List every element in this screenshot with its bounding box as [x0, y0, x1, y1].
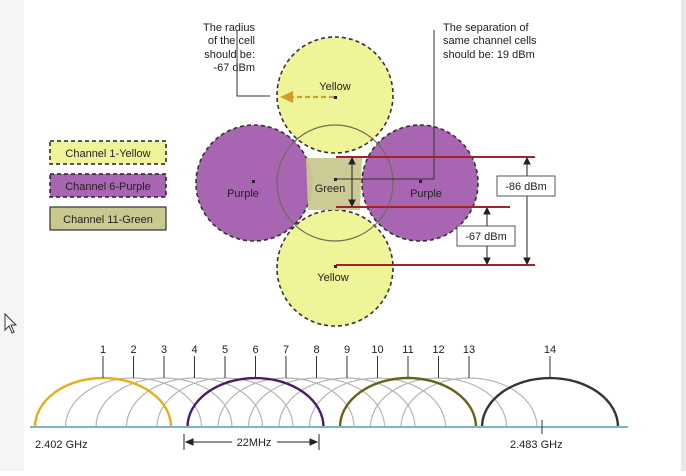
legend-label-green: Channel 11-Green	[63, 214, 153, 226]
radius-arrow-head-icon	[280, 91, 293, 103]
inner-measure-box	[456, 225, 516, 247]
cell-center-green-fill	[306, 158, 362, 210]
outer-measure-label: -86 dBm	[505, 181, 547, 193]
legend-label-yellow: Channel 1-Yellow	[65, 148, 150, 160]
legend-swatch-green	[49, 206, 167, 231]
arrowhead-icon	[483, 257, 491, 266]
cell-label-center: Green	[315, 183, 346, 195]
channel-arc-8	[247, 377, 386, 428]
end-frequency-label: 2.483 GHz	[510, 439, 563, 451]
spectrum-channel-arcs	[33, 376, 620, 428]
channel-arc-4	[125, 377, 264, 428]
cell-dot	[334, 178, 337, 181]
channel-label-2: 2	[130, 344, 136, 356]
legend: Channel 1-Yellow Channel 6-Purple Channe…	[49, 140, 167, 231]
cell-dot	[334, 96, 337, 99]
cell-top-yellow	[276, 36, 394, 154]
channel-arc-1	[33, 376, 173, 428]
spectrum-channel-ticks	[102, 356, 551, 378]
channel-label-9: 9	[344, 344, 350, 356]
channel-label-8: 8	[313, 344, 319, 356]
cell-dot	[334, 265, 337, 268]
arrowhead-icon	[309, 438, 319, 446]
channel-label-4: 4	[191, 344, 197, 356]
inner-measure-label: -67 dBm	[465, 231, 507, 243]
channel-label-6: 6	[252, 344, 258, 356]
channel-label-10: 10	[371, 344, 383, 356]
channel-label-7: 7	[283, 344, 289, 356]
outer-measure-box	[496, 175, 556, 197]
arrowhead-icon	[348, 156, 356, 165]
cell-dot	[419, 180, 422, 183]
channel-arc-3	[95, 377, 233, 428]
cell-label-right: Purple	[410, 188, 442, 200]
cell-circles	[195, 36, 479, 327]
left-edge-strip	[0, 0, 24, 471]
cell-label-left: Purple	[227, 188, 259, 200]
radius-leader-line	[236, 30, 270, 97]
bandwidth-label: 22MHz	[237, 437, 272, 449]
arrowhead-icon	[483, 206, 491, 215]
arrowhead-icon	[523, 156, 531, 165]
channel-label-5: 5	[222, 344, 228, 356]
right-edge-strip	[681, 0, 686, 471]
separation-annotation-line2: same channel cells	[443, 35, 537, 47]
cell-label-bottom: Yellow	[317, 272, 348, 284]
arrowhead-icon	[348, 199, 356, 208]
channel-label-12: 12	[432, 344, 444, 356]
channel-label-14: 14	[544, 344, 556, 356]
channel-arc-5	[156, 377, 294, 428]
channel-arc-10	[308, 377, 447, 428]
cell-center-dots	[252, 96, 422, 268]
channel-label-13: 13	[463, 344, 475, 356]
separation-annotation-line3: should be: 19 dBm	[443, 49, 535, 61]
channel-arc-12	[369, 377, 508, 428]
channel-label-3: 3	[161, 344, 167, 356]
channel-label-11: 11	[402, 344, 413, 356]
start-frequency-label: 2.402 GHz	[35, 439, 88, 451]
channel-arc-9	[278, 377, 416, 428]
channel-arc-2	[64, 377, 203, 428]
radius-annotation-line1: The radius	[203, 22, 255, 34]
arrowhead-icon	[184, 438, 194, 446]
separation-annotation-line1: The separation of	[443, 22, 530, 34]
legend-swatch-purple	[49, 173, 167, 198]
radius-annotation-line3: should be:	[204, 49, 255, 61]
legend-swatch-yellow	[49, 140, 167, 165]
legend-label-purple: Channel 6-Purple	[65, 181, 151, 193]
mouse-cursor-icon	[4, 312, 18, 334]
radius-annotation-line2: of the cell	[208, 35, 255, 47]
channel-arc-11	[338, 376, 478, 428]
channel-label-1: 1	[100, 344, 106, 356]
cell-label-top: Yellow	[319, 81, 350, 93]
separation-leader-line	[337, 30, 435, 180]
channel-arc-6	[186, 376, 325, 428]
bandwidth-indicator	[183, 434, 320, 450]
channel-arc-14	[480, 376, 620, 428]
cell-center-green-outline	[276, 124, 394, 242]
channel-arc-7	[217, 377, 355, 428]
cell-dot	[252, 180, 255, 183]
arrowhead-icon	[523, 257, 531, 266]
radius-annotation-value: -67 dBm	[213, 62, 255, 74]
